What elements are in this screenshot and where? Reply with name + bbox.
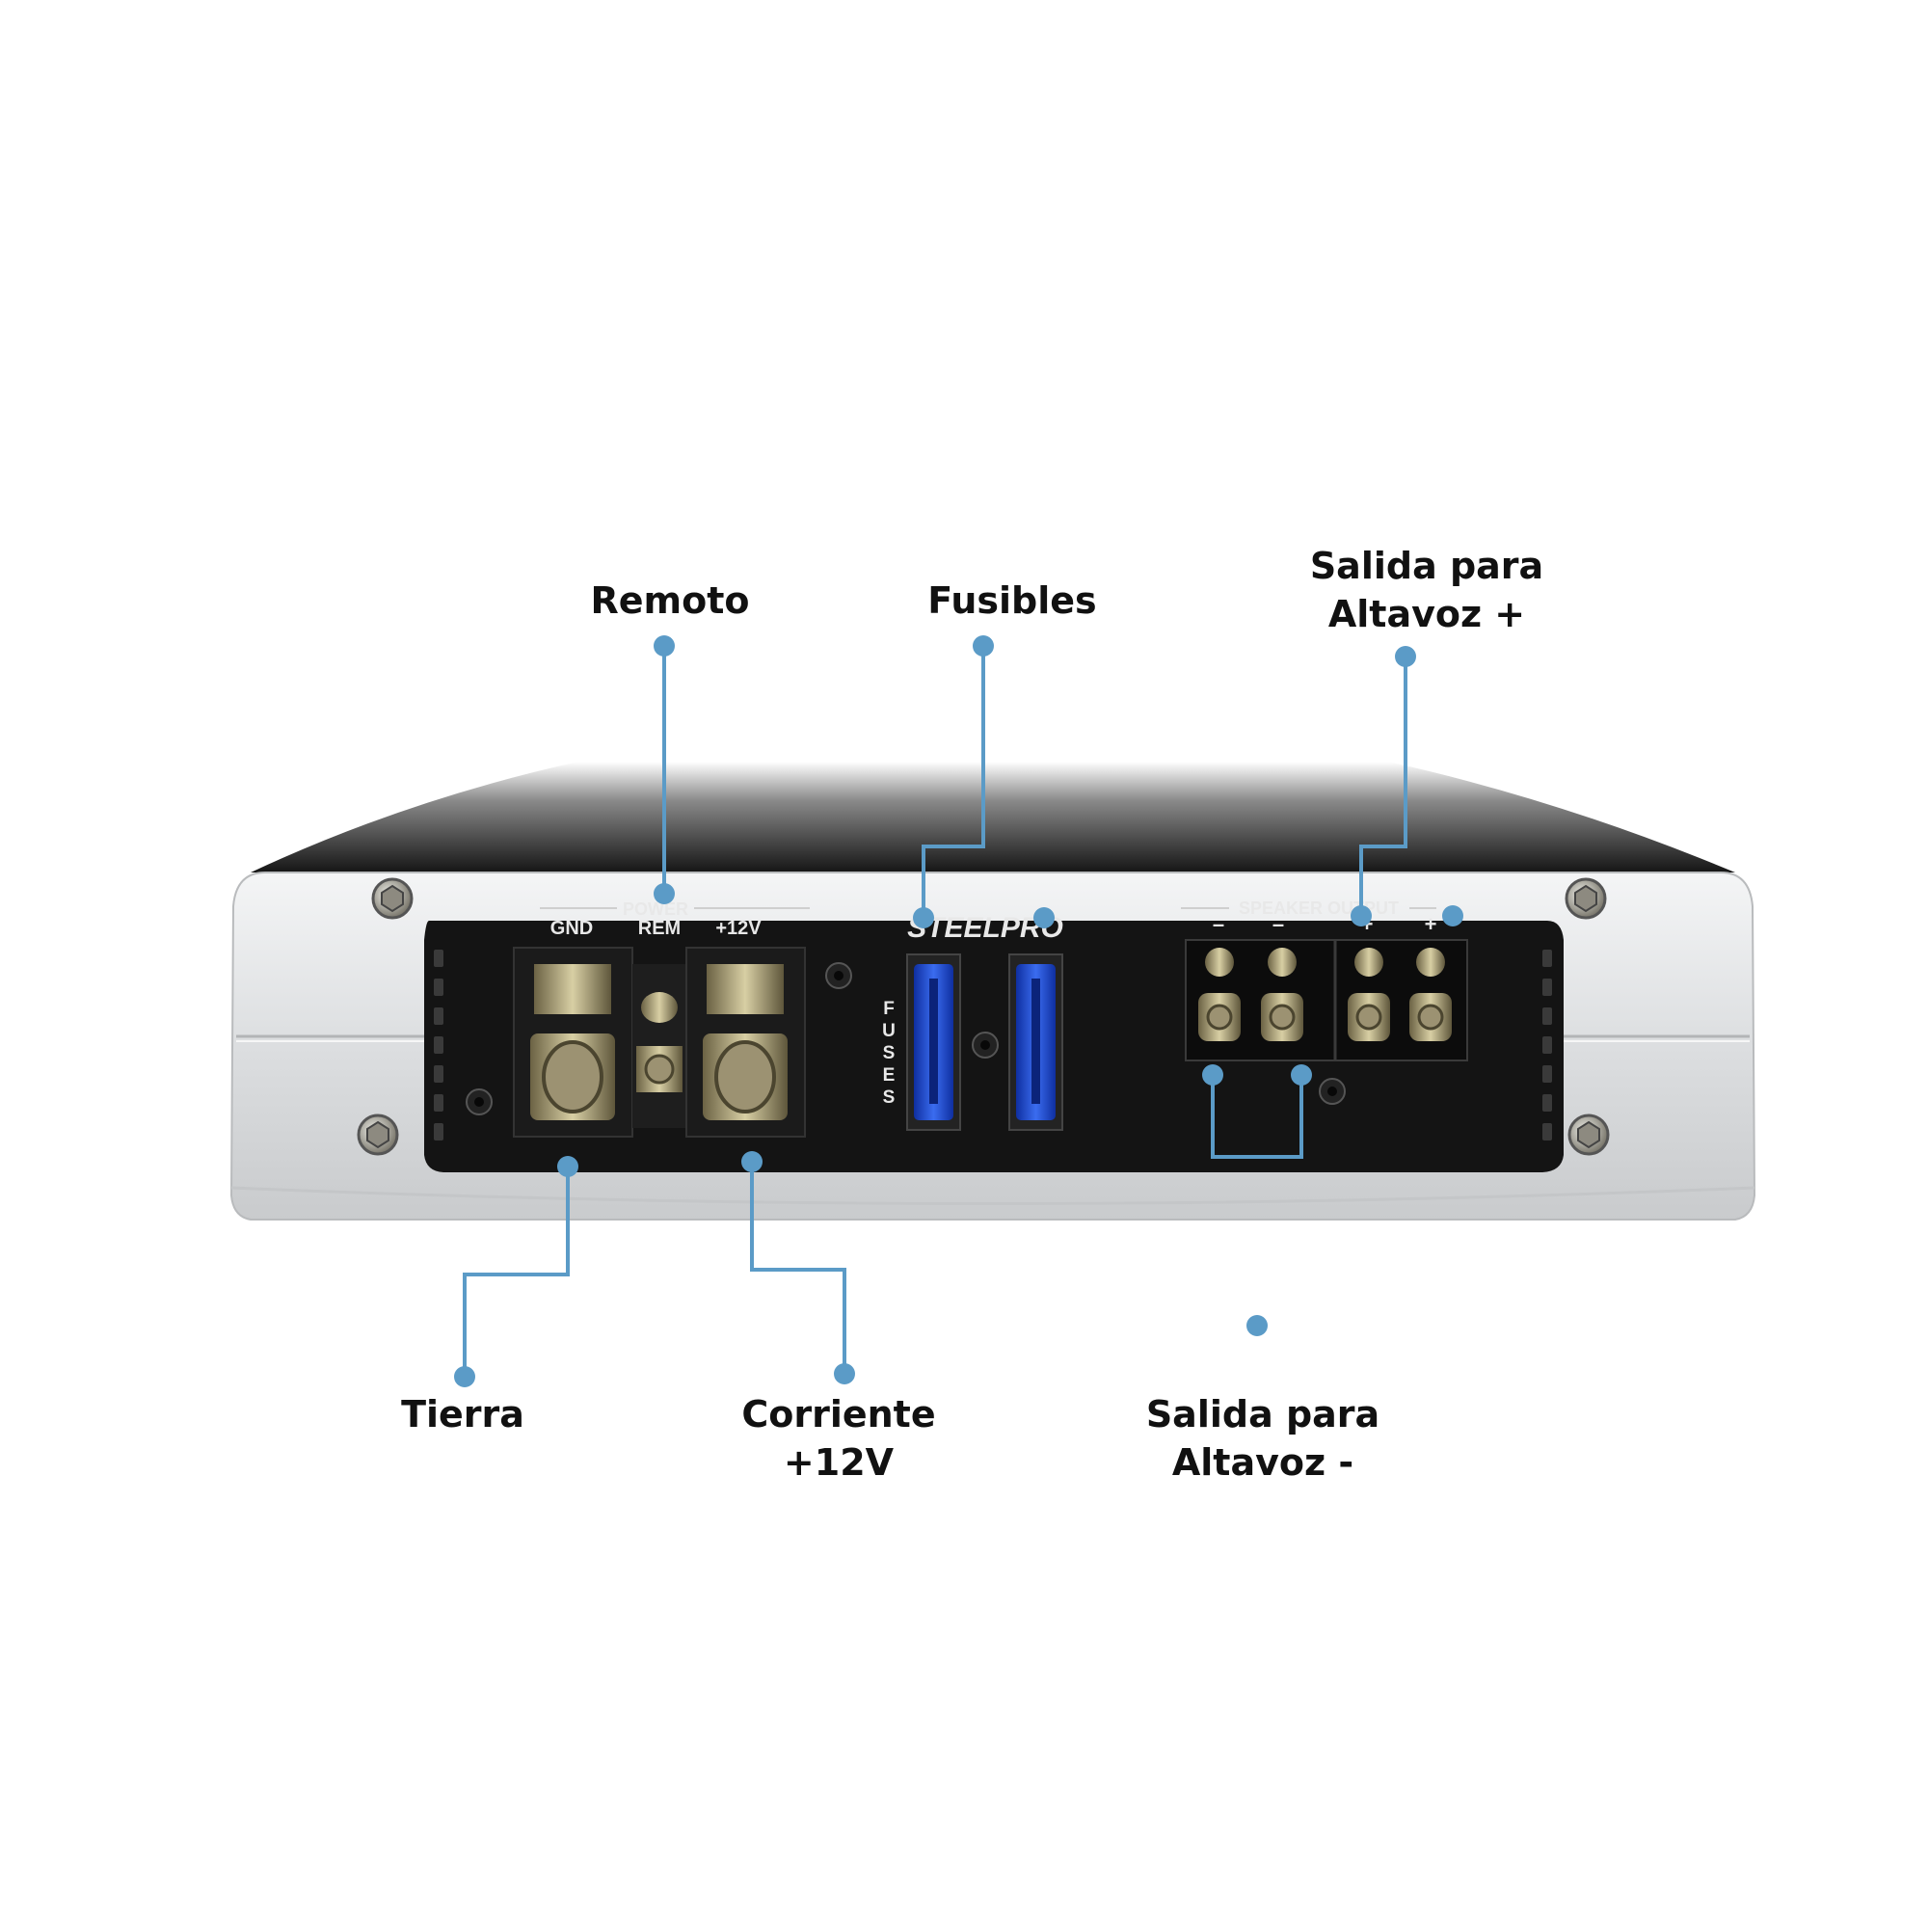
salida-neg-leader (1211, 1075, 1303, 1159)
svg-text:S: S (883, 1043, 896, 1063)
salida-pos-leader (1359, 657, 1407, 916)
corriente-callout: Corriente +12V (713, 1390, 964, 1487)
salida-pos-target-marker (1442, 905, 1463, 926)
corriente-line2: +12V (783, 1441, 895, 1484)
plus12v-terminal (685, 947, 806, 1138)
fusibles-target-marker (913, 907, 934, 928)
panel-screw (1319, 1078, 1346, 1105)
rem-label: REM (638, 918, 681, 939)
salida-pos-target-marker (1351, 905, 1372, 926)
corriente-line1: Corriente (741, 1393, 936, 1436)
plus12v-label: +12V (715, 918, 762, 939)
salida-neg-target-marker (1291, 1064, 1312, 1086)
fuse-left (906, 953, 961, 1131)
housing-screw (357, 1114, 399, 1156)
speaker-plus-2-label: + (1425, 912, 1437, 936)
remoto-target-marker (654, 883, 675, 904)
svg-text:U: U (882, 1021, 896, 1041)
housing-screw (1565, 877, 1607, 920)
panel-screw (825, 962, 852, 989)
tierra-leader (463, 1167, 570, 1377)
salida-altavoz-neg-callout: Salida para Altavoz - (1128, 1390, 1398, 1487)
tierra-target-marker (557, 1156, 578, 1177)
salida-neg-marker (1246, 1315, 1268, 1336)
salida-altavoz-pos-line2: Altavoz + (1327, 593, 1526, 635)
fuses-label: F U S E S (882, 999, 896, 1108)
svg-text:S: S (883, 1087, 896, 1108)
panel-screw (972, 1032, 999, 1059)
fusibles-target-marker (1033, 907, 1055, 928)
corriente-leader (750, 1162, 846, 1374)
svg-text:E: E (883, 1065, 896, 1086)
fuse-right (1008, 953, 1063, 1131)
speaker-minus-2-label: – (1272, 912, 1284, 936)
housing-screw (1567, 1114, 1610, 1156)
salida-neg-target-marker (1202, 1064, 1223, 1086)
housing-screw (371, 877, 414, 920)
gnd-label: GND (550, 918, 593, 939)
speaker-output-label: SPEAKER OUTPUT (1239, 899, 1399, 918)
amplifier-top-shell (251, 762, 1735, 872)
fusibles-callout: Fusibles (897, 577, 1128, 625)
gnd-terminal (513, 947, 633, 1138)
corriente-marker (834, 1363, 855, 1384)
speaker-terminal-plus-2 (1409, 948, 1452, 1041)
vent-slots-left (434, 950, 443, 1140)
salida-altavoz-pos-line1: Salida para (1309, 545, 1544, 587)
tierra-callout: Tierra (366, 1390, 559, 1438)
salida-pos-marker (1395, 646, 1416, 667)
tierra-marker (454, 1366, 475, 1387)
salida-altavoz-pos-callout: Salida para Altavoz + (1292, 542, 1562, 638)
svg-text:F: F (883, 999, 895, 1019)
rem-terminal (632, 964, 686, 1128)
salida-altavoz-neg-line2: Altavoz - (1171, 1441, 1354, 1484)
remoto-callout: Remoto (574, 577, 766, 625)
corriente-target-marker (741, 1151, 763, 1172)
speaker-terminal-minus-2 (1261, 948, 1303, 1041)
fusibles-label: Fusibles (927, 579, 1097, 622)
speaker-minus-1-label: – (1213, 912, 1224, 936)
salida-altavoz-neg-line1: Salida para (1145, 1393, 1380, 1436)
vent-slots-right (1542, 950, 1552, 1140)
speaker-terminal-minus-1 (1198, 948, 1241, 1041)
remoto-label: Remoto (590, 579, 750, 622)
fusibles-marker (973, 635, 994, 657)
remoto-marker (654, 635, 675, 657)
tierra-label: Tierra (401, 1393, 524, 1436)
panel-screw (466, 1088, 493, 1115)
fusibles-leader (922, 646, 985, 918)
speaker-terminal-plus-1 (1348, 948, 1390, 1041)
power-label: POWER (623, 899, 688, 919)
